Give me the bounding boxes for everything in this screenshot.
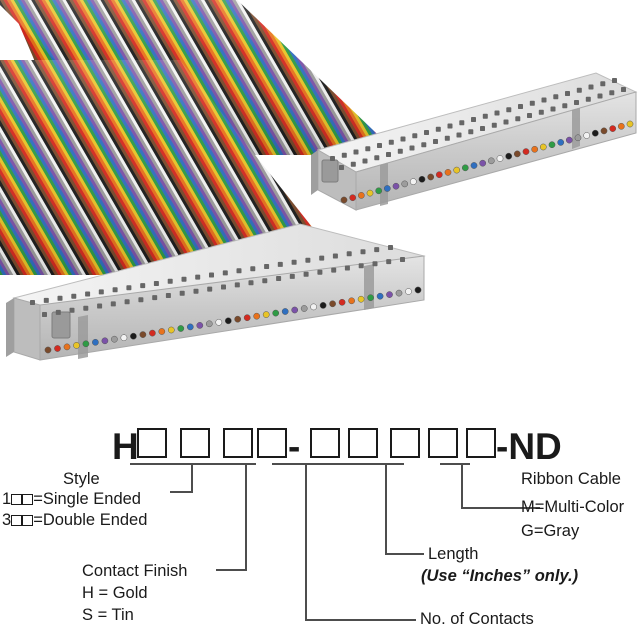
pn-box-4[interactable]: [257, 428, 287, 458]
pn-box-1[interactable]: [137, 428, 167, 458]
socket-hole-grid-lower: [30, 245, 405, 317]
no-of-contacts-title: No. of Contacts: [420, 610, 534, 628]
length-title: Length: [428, 545, 479, 563]
connector-upper: [311, 72, 638, 211]
pn-box-5[interactable]: [310, 428, 340, 458]
style-title: Style: [63, 470, 100, 488]
pin-row-lower: [44, 286, 422, 354]
pn-separator: -: [288, 426, 301, 467]
style-option-1-text: =Single Ended: [33, 490, 141, 508]
part-number-diagram: H - -ND Style 1 =Single Ended 3 =Double En…: [0, 412, 640, 640]
socket-hole-grid-upper: [330, 78, 626, 170]
ribbon-cable-line2: G=Gray: [521, 522, 580, 540]
product-photo: [0, 0, 638, 361]
pn-box-9[interactable]: [466, 428, 496, 458]
pn-suffix: -ND: [496, 426, 562, 467]
pn-box-2[interactable]: [180, 428, 210, 458]
style-minibox: [11, 515, 23, 526]
ribbon-cable-title: Ribbon Cable: [521, 470, 621, 488]
style-option-1: 1 =Single Ended: [2, 490, 141, 508]
pin-row-upper: [340, 120, 634, 204]
length-note: (Use “Inches” only.): [421, 567, 579, 585]
ribbon-band-main-upper: [0, 0, 420, 155]
style-minibox: [22, 515, 34, 526]
style-option-2-digit: 3: [2, 511, 12, 529]
ribbon-band-main-lower: [0, 60, 350, 275]
connector-lower: [6, 223, 426, 361]
style-option-1-digit: 1: [2, 490, 12, 508]
style-minibox: [22, 494, 34, 505]
pn-box-3[interactable]: [223, 428, 253, 458]
leader-lines: [130, 463, 540, 621]
ribbon-gap-1: [237, 0, 432, 152]
style-option-2-text: =Double Ended: [33, 511, 148, 529]
pn-box-7[interactable]: [390, 428, 420, 458]
contact-finish-line2: S = Tin: [82, 606, 134, 624]
pn-prefix: H: [112, 426, 139, 467]
contact-finish-title: Contact Finish: [82, 562, 188, 580]
pn-box-8[interactable]: [428, 428, 458, 458]
ribbon-cable-illustration: [0, 0, 638, 361]
ribbon-cable-line1: M=Multi-Color: [521, 498, 625, 516]
style-minibox: [11, 494, 23, 505]
pn-box-6[interactable]: [348, 428, 378, 458]
contact-finish-line1: H = Gold: [82, 584, 148, 602]
style-option-2: 3 =Double Ended: [2, 511, 147, 529]
